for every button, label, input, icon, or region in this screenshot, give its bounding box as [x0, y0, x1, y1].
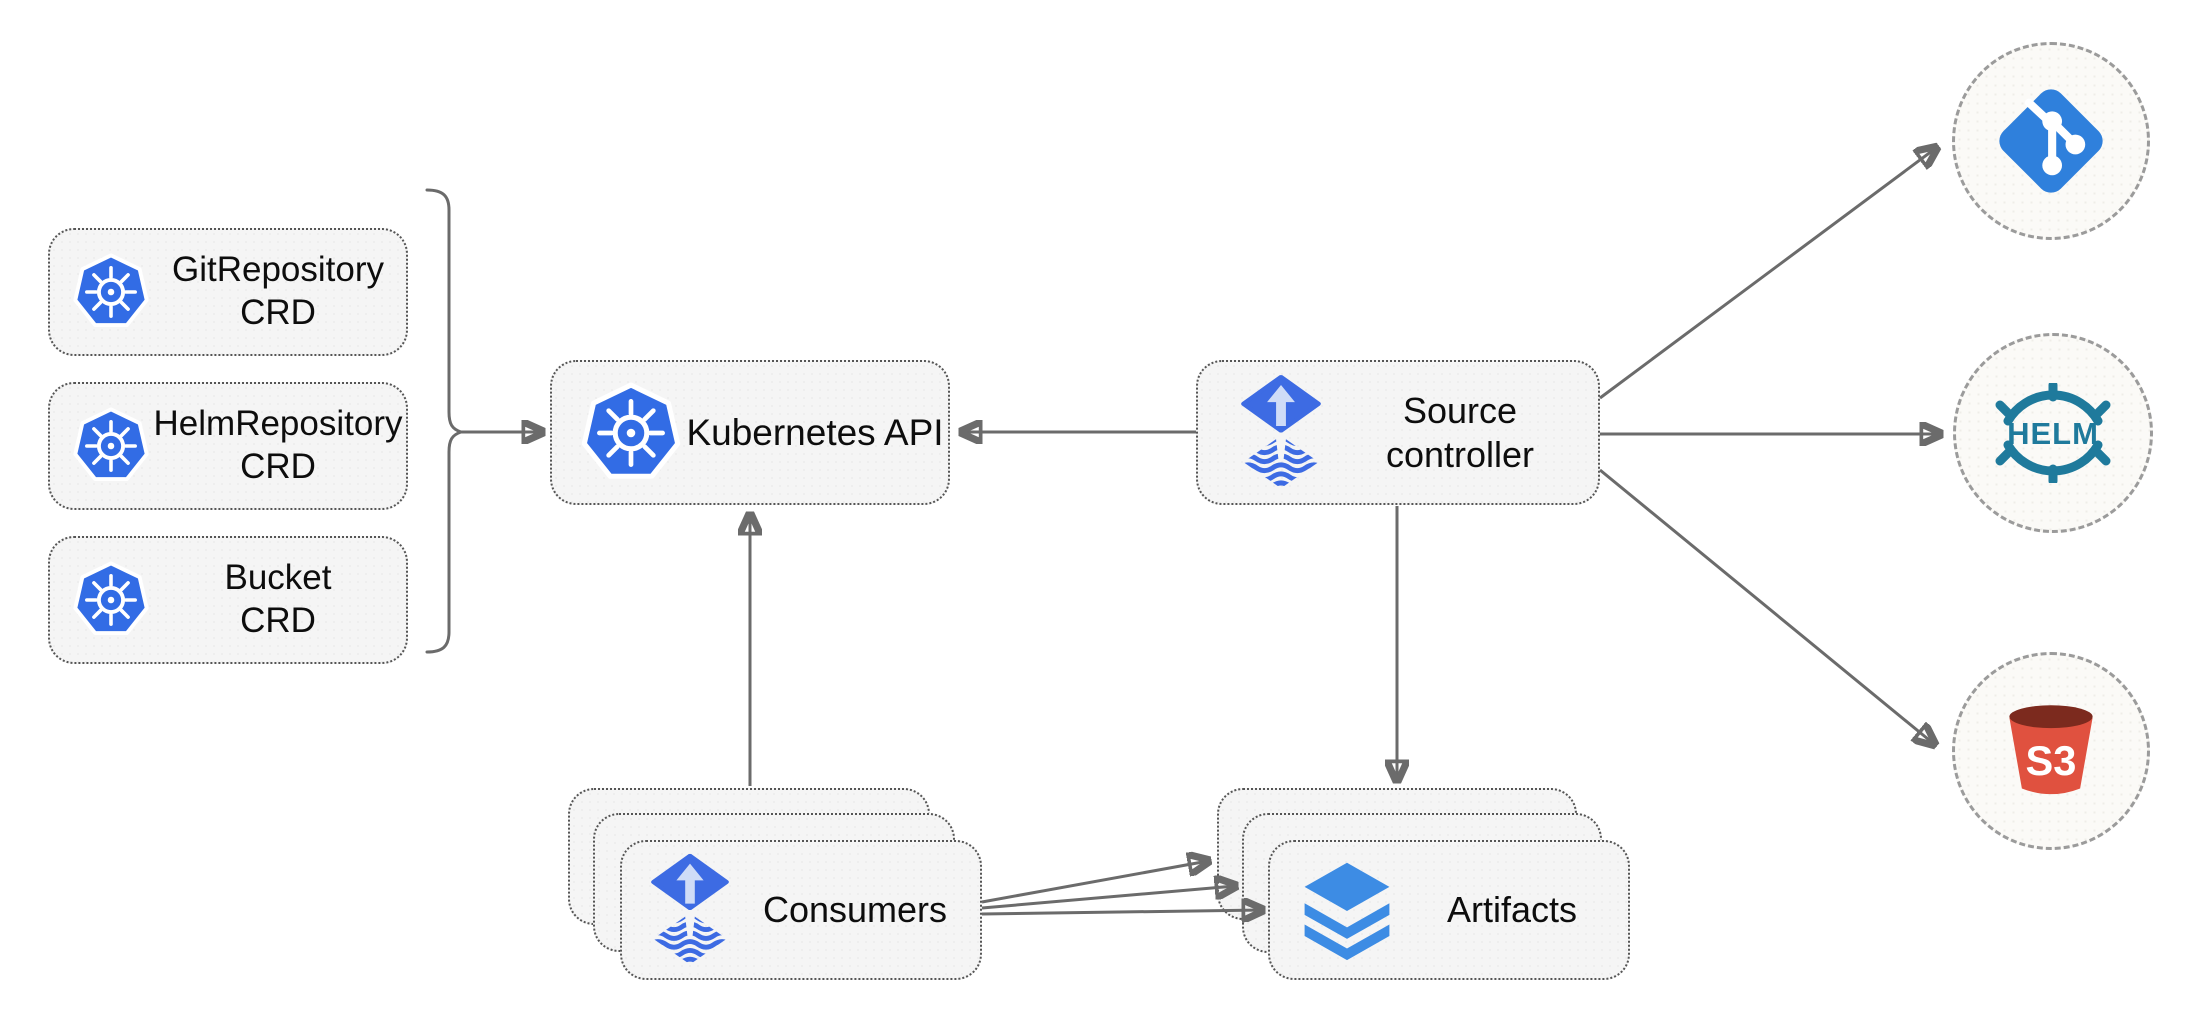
node-consumers: Consumers — [620, 840, 982, 980]
kubernetes-icon — [72, 407, 150, 485]
layers-icon — [1298, 857, 1396, 963]
node-label: Source controller — [1385, 389, 1535, 475]
connector-consumers-to-artifacts-1 — [981, 861, 1208, 904]
crd-bracket — [425, 188, 466, 654]
flux-icon — [650, 854, 730, 966]
helm-wordmark: HELM — [2007, 416, 2099, 451]
kubernetes-icon — [580, 382, 682, 484]
node-artifacts: Artifacts — [1268, 840, 1630, 980]
node-label: Artifacts — [1446, 889, 1578, 931]
endpoint-git — [1952, 42, 2150, 240]
endpoint-s3: S3 — [1952, 652, 2150, 850]
s3-wordmark: S3 — [2026, 737, 2077, 784]
connector-source-controller-to-git — [1599, 148, 1936, 400]
s3-bucket-icon: S3 — [1999, 699, 2103, 803]
node-kubernetes-api: Kubernetes API — [550, 360, 950, 505]
connector-source-controller-to-s3 — [1599, 468, 1934, 744]
node-label: Consumers — [762, 889, 948, 931]
node-bucket-crd: Bucket CRD — [48, 536, 408, 664]
connector-consumers-to-artifacts-2 — [981, 886, 1235, 910]
node-label: GitRepository CRD — [171, 250, 385, 332]
node-source-controller: Source controller — [1196, 360, 1600, 505]
helm-icon: HELM — [1978, 383, 2128, 483]
node-label: Kubernetes API — [686, 411, 944, 453]
connector-consumers-to-artifacts-3 — [981, 910, 1262, 914]
node-label: HelmRepository CRD — [153, 404, 403, 486]
endpoint-helm: HELM — [1953, 333, 2153, 533]
node-helm-repository-crd: HelmRepository CRD — [48, 382, 408, 510]
kubernetes-icon — [72, 253, 150, 331]
flux-icon — [1240, 375, 1322, 490]
kubernetes-icon — [72, 561, 150, 639]
git-icon — [1993, 83, 2109, 199]
node-label: Bucket CRD — [224, 558, 332, 640]
node-git-repository-crd: GitRepository CRD — [48, 228, 408, 356]
